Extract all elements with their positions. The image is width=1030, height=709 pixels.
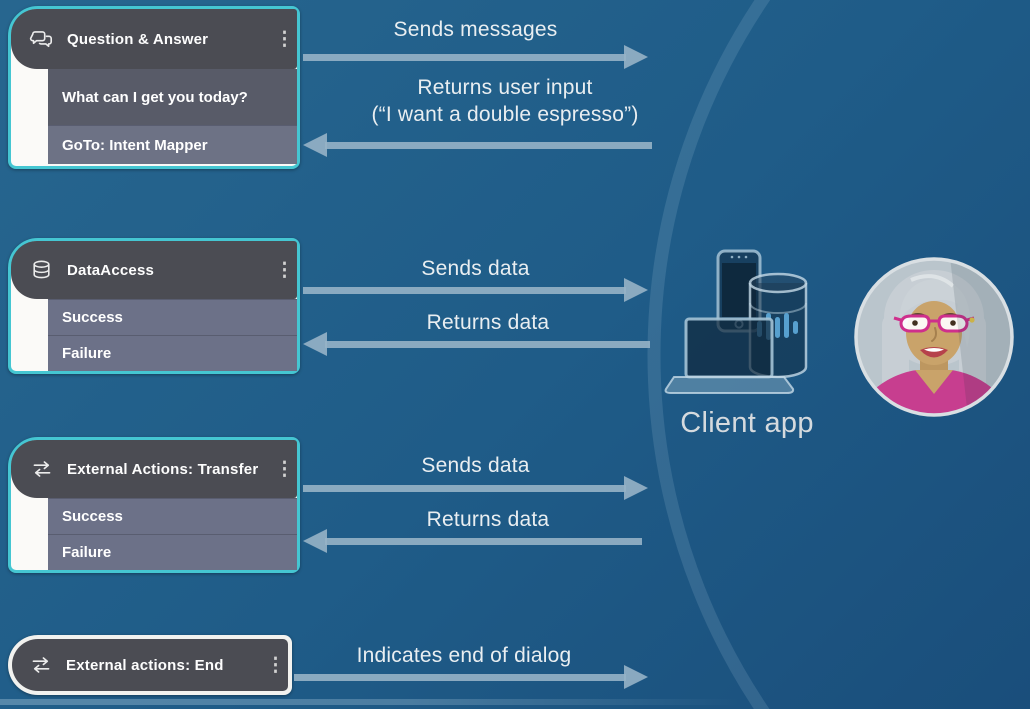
goto-intent-mapper-row[interactable]: GoTo: Intent Mapper <box>48 125 297 164</box>
success-row[interactable]: Success <box>48 299 297 335</box>
bottom-highlight-band <box>0 699 740 705</box>
arrow-shaft <box>325 141 652 149</box>
node-title: External Actions: Transfer <box>67 460 259 478</box>
arrow-label-indicates-end: Indicates end of dialog <box>356 644 572 667</box>
kebab-menu-icon[interactable]: ⋮ <box>275 28 294 50</box>
failure-row[interactable]: Failure <box>48 534 297 570</box>
node-title: DataAccess <box>67 261 155 279</box>
node-title: External actions: End <box>66 656 224 674</box>
label-line-1: Returns user input <box>417 76 593 99</box>
arrow-head-icon <box>303 332 327 356</box>
node-rows: Success Failure <box>48 299 297 371</box>
arrow-head-icon <box>303 133 327 157</box>
arrow-label-returns-data: Returns data <box>426 311 550 334</box>
flow-arrow-right <box>294 665 648 689</box>
arrow-head-icon <box>624 45 648 69</box>
arrow-label-returns-user-input: Returns user input (“I want a double esp… <box>285 74 725 128</box>
success-text: Success <box>62 309 123 326</box>
arrow-shaft <box>325 537 642 545</box>
node-external-transfer-header[interactable]: External Actions: Transfer ⋮ <box>11 440 297 498</box>
arrow-head-icon <box>303 529 327 553</box>
node-dataaccess-header[interactable]: DataAccess ⋮ <box>11 241 297 299</box>
customer-avatar <box>854 257 1014 417</box>
node-question-answer[interactable]: Question & Answer ⋮ What can I get you t… <box>8 6 300 169</box>
success-text: Success <box>62 508 123 525</box>
node-external-transfer[interactable]: External Actions: Transfer ⋮ Success Fai… <box>8 437 300 573</box>
kebab-menu-icon[interactable]: ⋮ <box>275 259 294 281</box>
failure-text: Failure <box>62 345 112 362</box>
arrow-head-icon <box>624 476 648 500</box>
kebab-menu-icon[interactable]: ⋮ <box>275 458 294 480</box>
failure-text: Failure <box>62 544 112 561</box>
laptop-icon <box>664 317 795 394</box>
flow-arrow-left <box>303 529 642 553</box>
arrow-shaft <box>294 673 626 681</box>
success-row[interactable]: Success <box>48 498 297 534</box>
transfer-arrows-icon <box>29 456 55 482</box>
flow-arrow-right <box>303 476 648 500</box>
label-line-2: (“I want a double espresso”) <box>371 103 639 126</box>
client-app-label: Client app <box>680 407 814 439</box>
flow-arrow-right <box>303 45 648 69</box>
node-dataaccess[interactable]: DataAccess ⋮ Success Failure <box>8 238 300 374</box>
flow-arrow-left <box>303 332 650 356</box>
node-question-answer-header[interactable]: Question & Answer ⋮ <box>11 9 297 69</box>
node-rows: Success Failure <box>48 498 297 570</box>
chat-bubbles-icon <box>29 26 55 52</box>
arrow-head-icon <box>624 278 648 302</box>
arrow-label-sends-messages: Sends messages <box>393 18 558 41</box>
arrow-label-sends-data: Sends data <box>421 257 530 280</box>
client-app-devices <box>664 249 808 394</box>
arrow-shaft <box>303 484 626 492</box>
arrow-label-sends-data: Sends data <box>421 454 530 477</box>
kebab-menu-icon[interactable]: ⋮ <box>266 654 285 676</box>
database-icon <box>29 257 55 283</box>
node-external-end-header[interactable]: External actions: End ⋮ <box>12 639 288 691</box>
node-rows: What can I get you today? GoTo: Intent M… <box>48 69 297 164</box>
goto-text: GoTo: Intent Mapper <box>62 136 208 154</box>
arrow-shaft <box>325 340 650 348</box>
arrow-label-returns-data: Returns data <box>426 508 550 531</box>
node-external-end[interactable]: External actions: End ⋮ <box>8 635 292 695</box>
arrow-shaft <box>303 53 626 61</box>
question-message-text: What can I get you today? <box>62 88 248 106</box>
transfer-arrows-icon <box>28 652 54 678</box>
flow-arrow-left <box>303 133 652 157</box>
flow-arrow-right <box>303 278 648 302</box>
failure-row[interactable]: Failure <box>48 335 297 371</box>
arrow-head-icon <box>624 665 648 689</box>
arrow-shaft <box>303 286 626 294</box>
question-message-row[interactable]: What can I get you today? <box>48 69 297 125</box>
node-title: Question & Answer <box>67 30 209 48</box>
